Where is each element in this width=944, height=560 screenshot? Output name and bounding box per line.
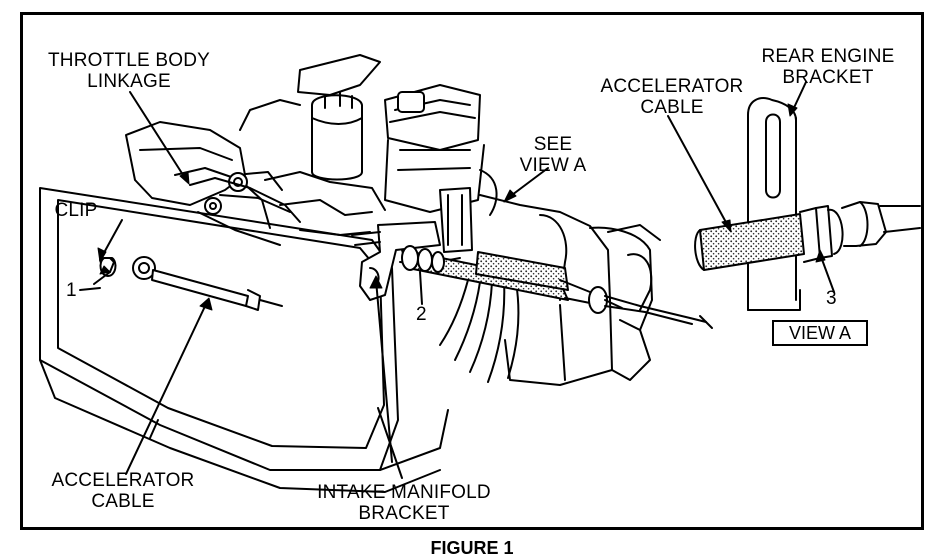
callout-3: 3 [826,288,837,309]
label-rear-engine-bracket: REAR ENGINE BRACKET [761,46,895,88]
figure-frame [20,12,924,530]
accelerator-cable-main [401,245,713,329]
view-a-label: VIEW A [772,320,868,346]
label-accelerator-cable-bottom: ACCELERATOR CABLE [51,470,195,512]
view-a-detail [694,97,921,311]
callout-2: 2 [416,304,427,325]
label-intake-manifold-bracket: INTAKE MANIFOLD BRACKET [317,482,491,524]
callout-1: 1 [66,280,77,301]
label-see-view-a: SEE VIEW A [519,134,587,176]
accelerator-cable-end [132,256,283,311]
valve-cover [39,187,449,493]
arrowheads [97,103,826,311]
label-accelerator-cable-top: ACCELERATOR CABLE [600,76,744,118]
label-clip: CLIP [54,200,98,221]
figure-caption: FIGURE 1 [430,538,514,558]
throttle-body-linkage [125,121,301,246]
engine-block [239,54,661,386]
label-throttle-body-linkage: THROTTLE BODY LINKAGE [47,50,210,92]
